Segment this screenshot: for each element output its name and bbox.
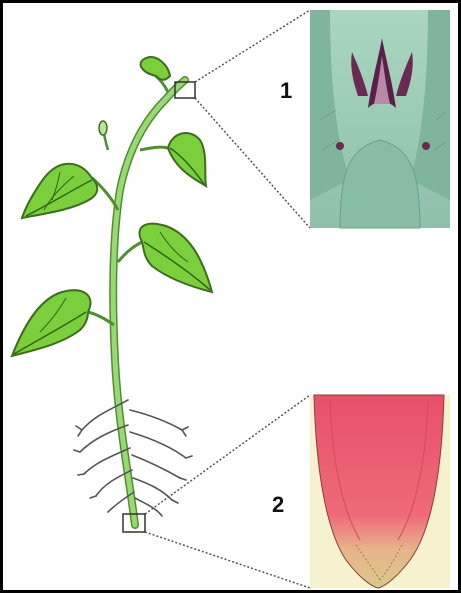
root-tip-label: 2 [272,492,284,517]
shoot-tip-label: 1 [280,78,292,103]
flower-bud [99,121,107,135]
